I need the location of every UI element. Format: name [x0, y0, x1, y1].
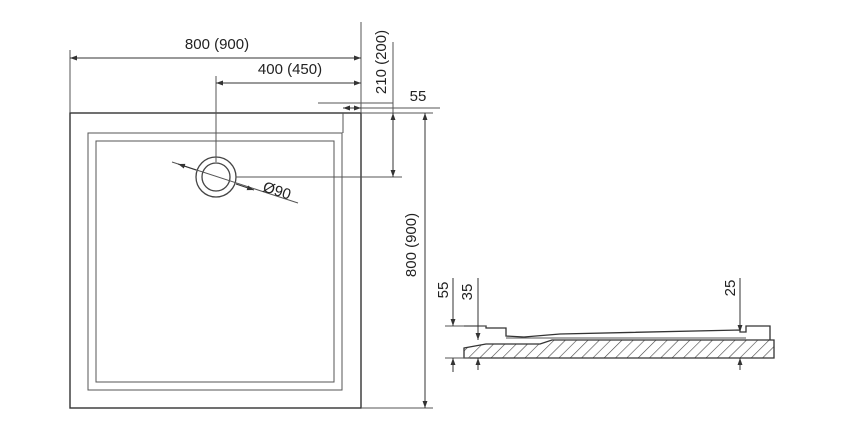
- dim-drain-diameter: Ø90: [261, 179, 293, 204]
- dim-drain-y-label: 210 (200): [373, 30, 390, 94]
- side-view: 55 35 25: [435, 278, 775, 372]
- dim-edge-height-label: 25: [722, 280, 739, 297]
- drain-icon: [171, 156, 299, 204]
- dim-total-height-label: 55: [435, 282, 452, 299]
- dim-drain-x-label: 400 (450): [258, 61, 322, 78]
- tray-basin-inner: [95, 140, 335, 383]
- dim-rim-label: 55: [410, 88, 427, 105]
- tray-basin-outer: [87, 132, 343, 391]
- top-view: Ø90 800 (900) 400 (450) 55 210 (200) 800…: [69, 22, 440, 409]
- tray-section-base: [463, 339, 775, 359]
- dim-height-label: 800 (900): [403, 213, 420, 277]
- dim-drain-height-label: 35: [459, 284, 476, 301]
- dim-width-label: 800 (900): [185, 36, 249, 53]
- tray-section-profile: [464, 325, 771, 340]
